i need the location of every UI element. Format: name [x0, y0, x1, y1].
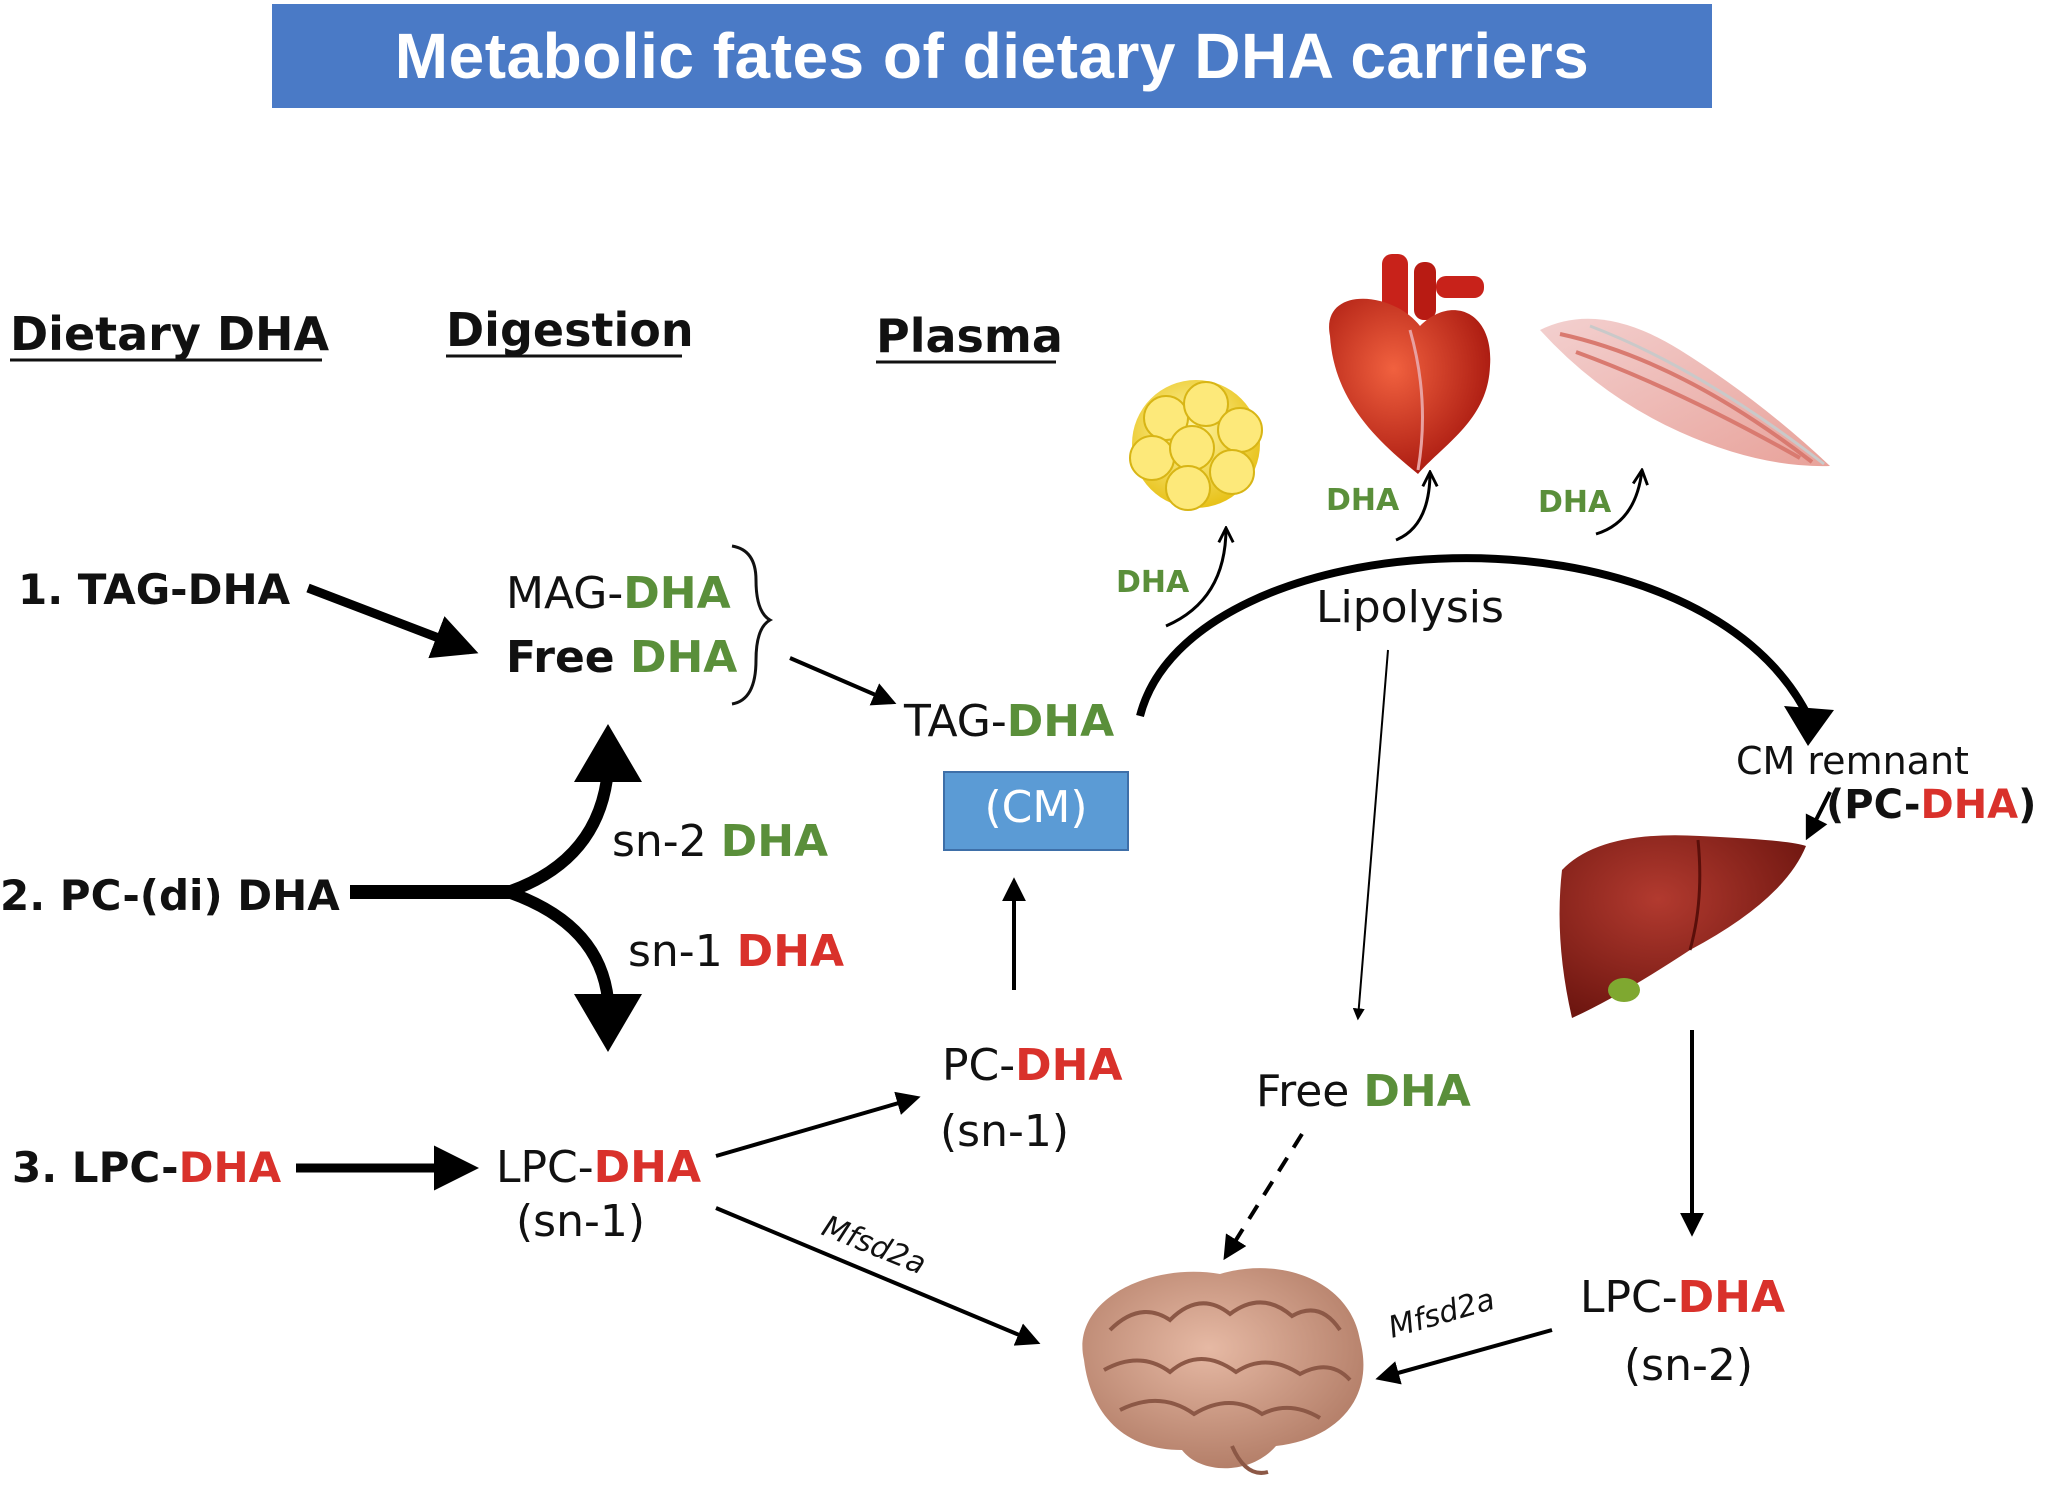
dietary-item-pc-di-dha: 2. PC-(di) DHA	[0, 871, 340, 920]
arrow-tag-to-digestion	[306, 583, 479, 659]
arrow-lpc-to-pc	[715, 1091, 921, 1158]
sn2-dha-label: sn-2 DHA	[612, 816, 828, 867]
free-dha-plasma-label: Free DHA	[1256, 1066, 1471, 1117]
liver-icon	[1559, 835, 1806, 1018]
arrow-to-heart	[1395, 472, 1430, 542]
brain-icon	[1082, 1268, 1364, 1475]
lipolysis-label: Lipolysis	[1316, 582, 1504, 633]
sn1-dha-label: sn-1 DHA	[628, 926, 844, 977]
column-header-digestion: Digestion	[446, 303, 694, 357]
mfsd2a-label-1: Mfsd2a	[817, 1209, 931, 1282]
lpc-dha-sn1-label: LPC-DHA	[496, 1142, 701, 1193]
fork-up-arrowhead	[574, 724, 642, 782]
page-title: Metabolic fates of dietary DHA carriers	[394, 20, 1590, 92]
cm-remnant-label: CM remnant	[1736, 739, 1969, 783]
pc-dha-remnant-label: (PC-DHA)	[1826, 782, 2036, 828]
fork-up	[506, 769, 614, 898]
lipolysis-arc-arrowhead	[1784, 706, 1834, 746]
lpc-sn1-position: (sn-1)	[516, 1196, 645, 1247]
dietary-item-tag-dha: 1. TAG-DHA	[18, 565, 291, 614]
arrow-lpc2-to-brain	[1375, 1328, 1553, 1385]
dha-to-muscle-label: DHA	[1538, 485, 1612, 520]
cm-box-label: (CM)	[984, 782, 1087, 833]
arrow-remnant-to-liver	[1805, 791, 1832, 841]
heart-icon	[1329, 254, 1491, 474]
mag-dha-label: MAG-DHA	[506, 568, 731, 619]
lipolysis-arc	[1136, 554, 1814, 722]
arrow-digestion-to-tag	[789, 656, 897, 706]
dha-to-heart-label: DHA	[1326, 483, 1400, 518]
arrow-lipolysis-to-free-dha	[1352, 649, 1389, 1021]
muscle-icon	[1540, 318, 1830, 467]
dietary-item-lpc-dha: 3. LPC-DHA	[12, 1143, 282, 1192]
arrow-free-dha-to-brain	[1223, 1132, 1304, 1261]
free-dha-label: Free DHA	[506, 632, 737, 683]
cm-box	[943, 771, 1129, 851]
fork-down	[506, 886, 614, 1001]
pc-sn1-position: (sn-1)	[940, 1106, 1069, 1157]
lpc-sn2-position: (sn-2)	[1624, 1340, 1753, 1391]
dha-to-adipose-label: DHA	[1116, 565, 1190, 600]
mfsd2a-label-2: Mfsd2a	[1385, 1282, 1499, 1346]
pc-dha-label: PC-DHA	[942, 1040, 1123, 1091]
tag-dha-plasma-label: TAG-DHA	[903, 696, 1114, 747]
lpc-dha-sn2-label: LPC-DHA	[1580, 1272, 1785, 1323]
arrow-to-adipose	[1165, 528, 1226, 628]
adipose-tissue-icon	[1129, 380, 1263, 511]
column-header-plasma: Plasma	[876, 309, 1063, 363]
title-banner: Metabolic fates of dietary DHA carriers	[272, 4, 1712, 108]
arrow-to-muscle	[1595, 470, 1642, 536]
fork-down-arrowhead	[574, 994, 642, 1052]
arrow-lpc-to-brain	[715, 1206, 1041, 1346]
brace	[731, 544, 774, 706]
column-header-dietary: Dietary DHA	[10, 307, 330, 361]
